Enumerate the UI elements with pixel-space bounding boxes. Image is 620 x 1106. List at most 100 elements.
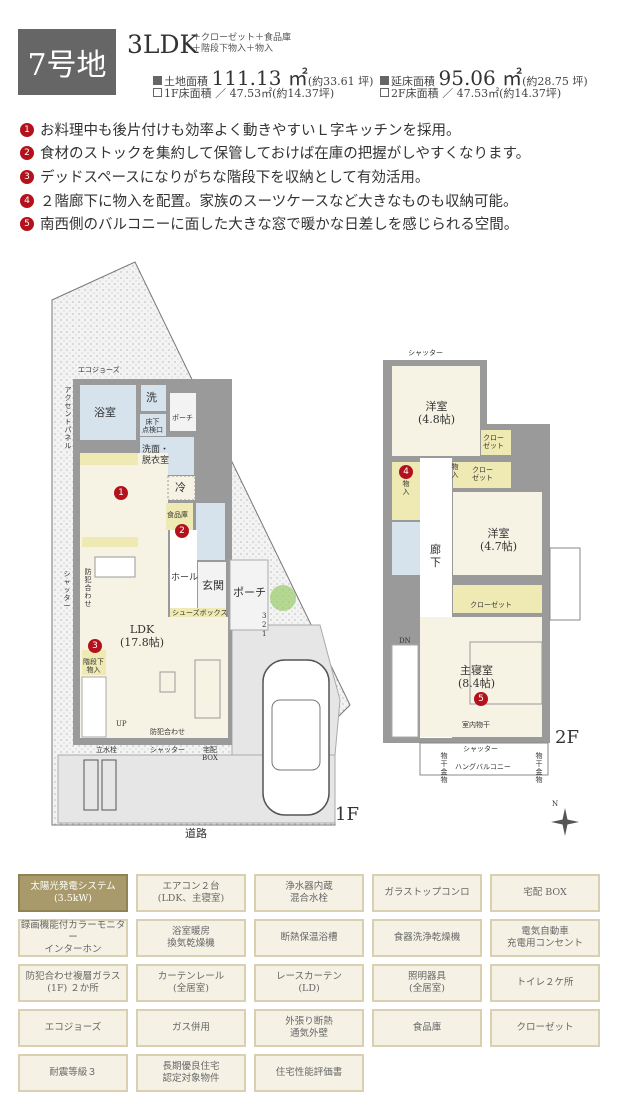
filled-square-icon (380, 76, 389, 85)
point-text: 南西側のバルコニーに面した大きな窓で暖かな日差しを感じられる空間。 (40, 217, 519, 233)
marker-icon: 1 (20, 122, 34, 137)
point-4: 4 ２階廊下に物入を配置。家族のスーツケースなど大きなものも収納可能。 (20, 190, 517, 211)
hall (170, 530, 197, 610)
under-stairs-storage (82, 650, 106, 675)
floor-label-1f: 1F (335, 804, 359, 825)
bed (469, 641, 543, 705)
feature-item: 照明器具 (全居室) (372, 964, 482, 1002)
ldk-label: LDK (17.8帖) (120, 623, 165, 649)
washroom-label: 洗面・ 脱衣室 (142, 445, 170, 466)
washer-space (141, 385, 166, 411)
hallway-label: 廊 下 (430, 543, 441, 569)
hang-balcony (419, 742, 549, 776)
feature-item: 電気自動車 充電用コンセント (490, 919, 600, 957)
stairs-1f (81, 676, 107, 738)
shoebox (170, 608, 226, 617)
stairs-2f (391, 644, 419, 738)
empty-square-icon (380, 88, 389, 97)
point-5: 5 南西側のバルコニーに面した大きな窓で暖かな日差しを感じられる空間。 (20, 213, 518, 234)
floor-area-value: 95.06 ㎡ (438, 66, 523, 90)
pantry-label: 食品庫 (167, 511, 188, 519)
storage-small-label: 物入 (451, 463, 459, 479)
land-area-value: 111.13 ㎡ (211, 66, 308, 90)
car (262, 659, 330, 816)
plan-type: 3LDK (127, 30, 199, 59)
f1-area: 1F床面積 ／ 47.53㎡(約14.37坪) (153, 85, 334, 101)
ecojoz-label: エコジョーズ (78, 366, 120, 374)
f2-area: 2F床面積 ／ 47.53㎡(約14.37坪) (380, 85, 561, 101)
bath-label: 浴室 (94, 406, 116, 419)
lot-number-badge: 7号地 (18, 29, 116, 95)
marker-icon: 2 (20, 145, 34, 160)
room-4-7 (453, 492, 542, 575)
feature-item: 宅配 BOX (490, 874, 600, 912)
step-2: 2 (262, 621, 267, 629)
dry-hardware-right: 物干金物 (535, 752, 543, 784)
floor-area-label: 延床面積 (391, 75, 435, 88)
closet-3 (453, 585, 542, 613)
feature-item: 断熱保温浴槽 (254, 919, 364, 957)
feature-item: トイレ２ケ所 (490, 964, 600, 1002)
shutter-top-label: シャッター (408, 349, 443, 357)
floor-area: 延床面積 95.06 ㎡(約28.75 坪) (380, 62, 588, 91)
feature-item: エコジョーズ (18, 1009, 128, 1047)
compass-north-label: N (552, 800, 559, 808)
f2-area-text: 2F床面積 ／ 47.53㎡(約14.37坪) (391, 87, 562, 100)
land-area: 土地面積 111.13 ㎡(約33.61 坪) (153, 62, 373, 91)
feature-item: エアコン２台 (LDK、主寝室) (136, 874, 246, 912)
f1-area-text: 1F床面積 ／ 47.53㎡(約14.37坪) (164, 87, 335, 100)
room-4-8-label: 洋室 (4.8帖) (418, 400, 456, 426)
master-bedroom (420, 617, 542, 737)
site-1f (51, 261, 351, 826)
security-glass-label: 防犯合わせ (84, 568, 92, 608)
shoebox-label: シューズボックス (172, 609, 228, 617)
storage-label: 物入 (402, 480, 410, 496)
fridge-space (167, 475, 196, 501)
closet-2-label: クロー ゼット (472, 466, 493, 482)
marker-2-icon: 2 (175, 524, 189, 538)
up-label: UP (116, 720, 127, 728)
marker-4-icon: 4 (399, 465, 413, 479)
feature-item: クローゼット (490, 1009, 600, 1047)
bath-room (80, 385, 136, 440)
filled-square-icon (153, 76, 162, 85)
land-area-tsubo: (約33.61 坪) (307, 75, 374, 88)
marker-icon: 4 (20, 193, 34, 208)
feature-item: 住宅性能評価書 (254, 1054, 364, 1092)
feature-item: 浴室暖房 換気乾燥機 (136, 919, 246, 957)
building-2f (383, 360, 581, 776)
entrance (198, 562, 226, 608)
closet-3-label: クローゼット (470, 601, 512, 609)
feature-item: 長期優良住宅 認定対象物件 (136, 1054, 246, 1092)
point-text: ２階廊下に物入を配置。家族のスーツケースなど大きなものも収納可能。 (40, 194, 518, 210)
compass-icon (551, 808, 579, 836)
land-area-label: 土地面積 (164, 75, 208, 88)
entrance-label: 玄関 (202, 579, 224, 592)
feature-item: 太陽光発電システム (3.5kW) (18, 874, 128, 912)
room-4-7-label: 洋室 (4.7帖) (480, 527, 518, 553)
fridge-label: 冷 (175, 481, 186, 494)
marker-5-icon: 5 (474, 692, 488, 706)
feature-item: 耐震等級３ (18, 1054, 128, 1092)
shutter-side-label: シャッター (63, 570, 71, 610)
marker-icon: 3 (20, 169, 34, 184)
hall-label: ホール (171, 573, 199, 583)
wash-label: 洗 (146, 391, 157, 404)
sofa (194, 659, 221, 719)
feature-item: 録画機能付カラーモニター インターホン (18, 919, 128, 957)
feature-item: 防犯合わせ複層ガラス (1F) ２か所 (18, 964, 128, 1002)
empty-square-icon (153, 88, 162, 97)
point-text: お料理中も後片付けも効率よく動きやすいＬ字キッチンを採用。 (40, 123, 461, 139)
shutter-bottom-2f-label: シャッター (463, 745, 498, 753)
marker-icon: 5 (20, 216, 34, 231)
closet-1 (481, 430, 511, 455)
coffee-table (159, 671, 176, 693)
bicycle-1 (83, 759, 99, 811)
feature-item: レースカーテン (LD) (254, 964, 364, 1002)
under-stairs-label: 階段下 物入 (83, 658, 104, 674)
back-porch (170, 393, 196, 431)
floor-label-2f: 2F (555, 727, 579, 748)
closet-1-label: クロー ゼット (483, 434, 504, 450)
shutter-bottom-label: シャッター (150, 746, 185, 754)
